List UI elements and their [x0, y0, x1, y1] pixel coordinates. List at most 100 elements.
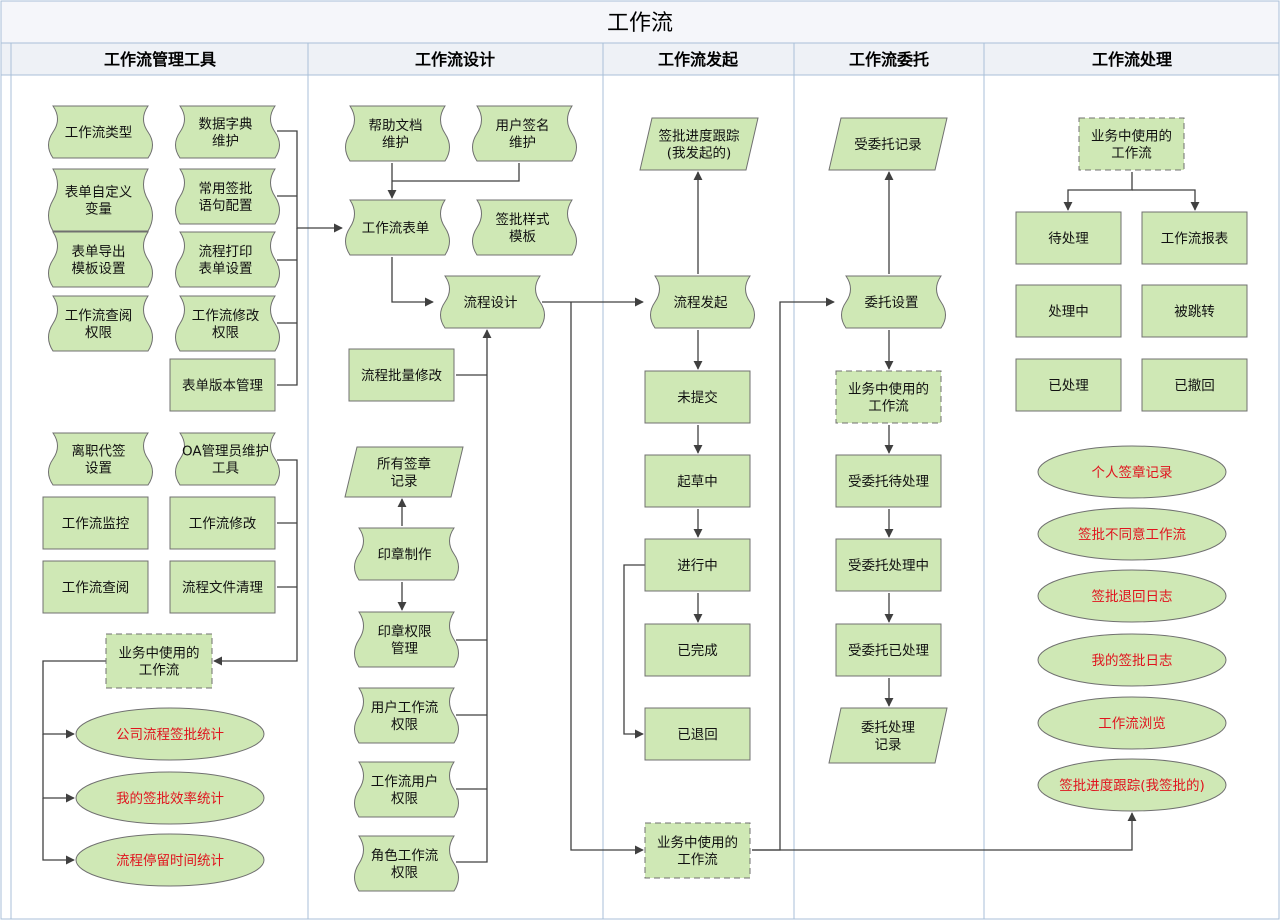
- node-d11-label: 权限: [391, 790, 418, 807]
- edge-m16-m19: [42, 798, 75, 865]
- node-l3-shape: [644, 370, 751, 424]
- lane-header-delegate: 工作流委托: [849, 50, 929, 69]
- node-l6: 已完成: [644, 623, 751, 677]
- node-p12-label: 工作流浏览: [1098, 716, 1166, 732]
- node-m6-label: 语句配置: [199, 198, 253, 214]
- node-d5: 流程设计: [440, 275, 545, 329]
- node-m1-shape: [48, 105, 153, 159]
- node-m2-label: 表单自定义: [65, 185, 133, 201]
- node-m7-label: 流程打印: [199, 243, 253, 260]
- diagram-title: 工作流: [607, 11, 673, 36]
- node-m10-label: 离职代签: [72, 443, 126, 460]
- node-p12-shape: [1037, 696, 1227, 750]
- node-m4-label: 工作流查阅: [65, 308, 133, 324]
- node-m19: 流程停留时间统计: [75, 833, 265, 887]
- node-p3: 工作流报表: [1141, 211, 1248, 265]
- node-d1-label: 帮助文档: [369, 118, 423, 134]
- node-m6-shape: [175, 168, 280, 225]
- edge-d5-l8: [570, 302, 644, 855]
- node-l3-label: 未提交: [677, 389, 718, 406]
- node-g4-label: 受委托待处理: [848, 474, 929, 490]
- node-p5-shape: [1141, 284, 1248, 338]
- node-p1-shape: [1078, 117, 1185, 171]
- node-m2-label: 变量: [85, 202, 112, 218]
- node-m15: 流程文件清理: [169, 560, 276, 614]
- node-d8-shape: [354, 527, 459, 581]
- node-p4: 处理中: [1015, 284, 1122, 338]
- node-m17: 公司流程签批统计: [75, 707, 265, 761]
- node-p2-label: 待处理: [1048, 231, 1089, 247]
- node-m10-label: 设置: [85, 461, 112, 477]
- node-g4: 受委托待处理: [835, 454, 942, 508]
- node-m12-shape: [42, 496, 149, 550]
- edge-p1-p2: [1063, 172, 1133, 211]
- node-d3-label: 工作流表单: [362, 221, 430, 237]
- node-d9-shape: [354, 611, 459, 668]
- node-l4: 起草中: [644, 454, 751, 508]
- node-m9-shape: [169, 358, 276, 412]
- node-d12-label: 权限: [391, 864, 418, 881]
- node-d6-shape: [348, 348, 455, 402]
- node-g6-shape: [835, 623, 942, 677]
- node-l8-shape: [644, 822, 751, 879]
- node-p4-shape: [1015, 284, 1122, 338]
- node-p3-shape: [1141, 211, 1248, 265]
- node-p7-label: 已撤回: [1174, 378, 1215, 394]
- node-p10-shape: [1037, 569, 1227, 623]
- node-m14-label: 工作流查阅: [62, 580, 130, 596]
- node-p3-label: 工作流报表: [1161, 231, 1229, 247]
- node-l5-label: 进行中: [677, 558, 718, 574]
- node-m19-shape: [75, 833, 265, 887]
- node-m11-shape: [175, 432, 280, 486]
- node-g3-label: 业务中使用的: [848, 381, 929, 398]
- node-p6: 已处理: [1015, 358, 1122, 412]
- node-m17-label: 公司流程签批统计: [116, 726, 224, 743]
- node-g6: 受委托已处理: [835, 623, 942, 677]
- node-m4-label: 权限: [85, 324, 112, 341]
- node-m7-shape: [175, 231, 280, 288]
- node-g1-label: 受委托记录: [854, 137, 922, 153]
- node-d3: 工作流表单: [345, 199, 450, 256]
- node-l7-shape: [644, 707, 751, 761]
- node-m10-shape: [48, 432, 153, 486]
- node-m3-label: 模板设置: [72, 261, 126, 277]
- node-d11-label: 工作流用户: [371, 773, 439, 790]
- node-p8-label: 个人签章记录: [1092, 464, 1173, 481]
- node-m14: 工作流查阅: [42, 560, 149, 614]
- node-m12-label: 工作流监控: [62, 516, 130, 532]
- node-d3-shape: [345, 199, 450, 256]
- node-l2-shape: [650, 275, 755, 329]
- node-p13-shape: [1037, 758, 1227, 812]
- node-d4-shape: [472, 199, 577, 256]
- node-p5: 被跳转: [1141, 284, 1248, 338]
- node-d9-label: 印章权限: [378, 623, 432, 640]
- node-g1: 受委托记录: [828, 117, 948, 171]
- node-p13: 签批进度跟踪(我签批的): [1037, 758, 1227, 812]
- node-p1-label: 工作流: [1111, 146, 1152, 162]
- node-m7-label: 表单设置: [199, 261, 253, 277]
- node-g5: 受委托处理中: [835, 538, 942, 592]
- lane-header-process: 工作流处理: [1092, 50, 1172, 69]
- node-l8-label: 工作流: [677, 852, 718, 868]
- node-m16-shape: [105, 633, 213, 689]
- node-d9-label: 管理: [391, 641, 418, 657]
- edge-l5-l7: [623, 564, 645, 739]
- node-d10-label: 用户工作流: [371, 699, 439, 716]
- edge-d3-d5: [391, 257, 434, 307]
- node-g3-shape: [835, 370, 942, 424]
